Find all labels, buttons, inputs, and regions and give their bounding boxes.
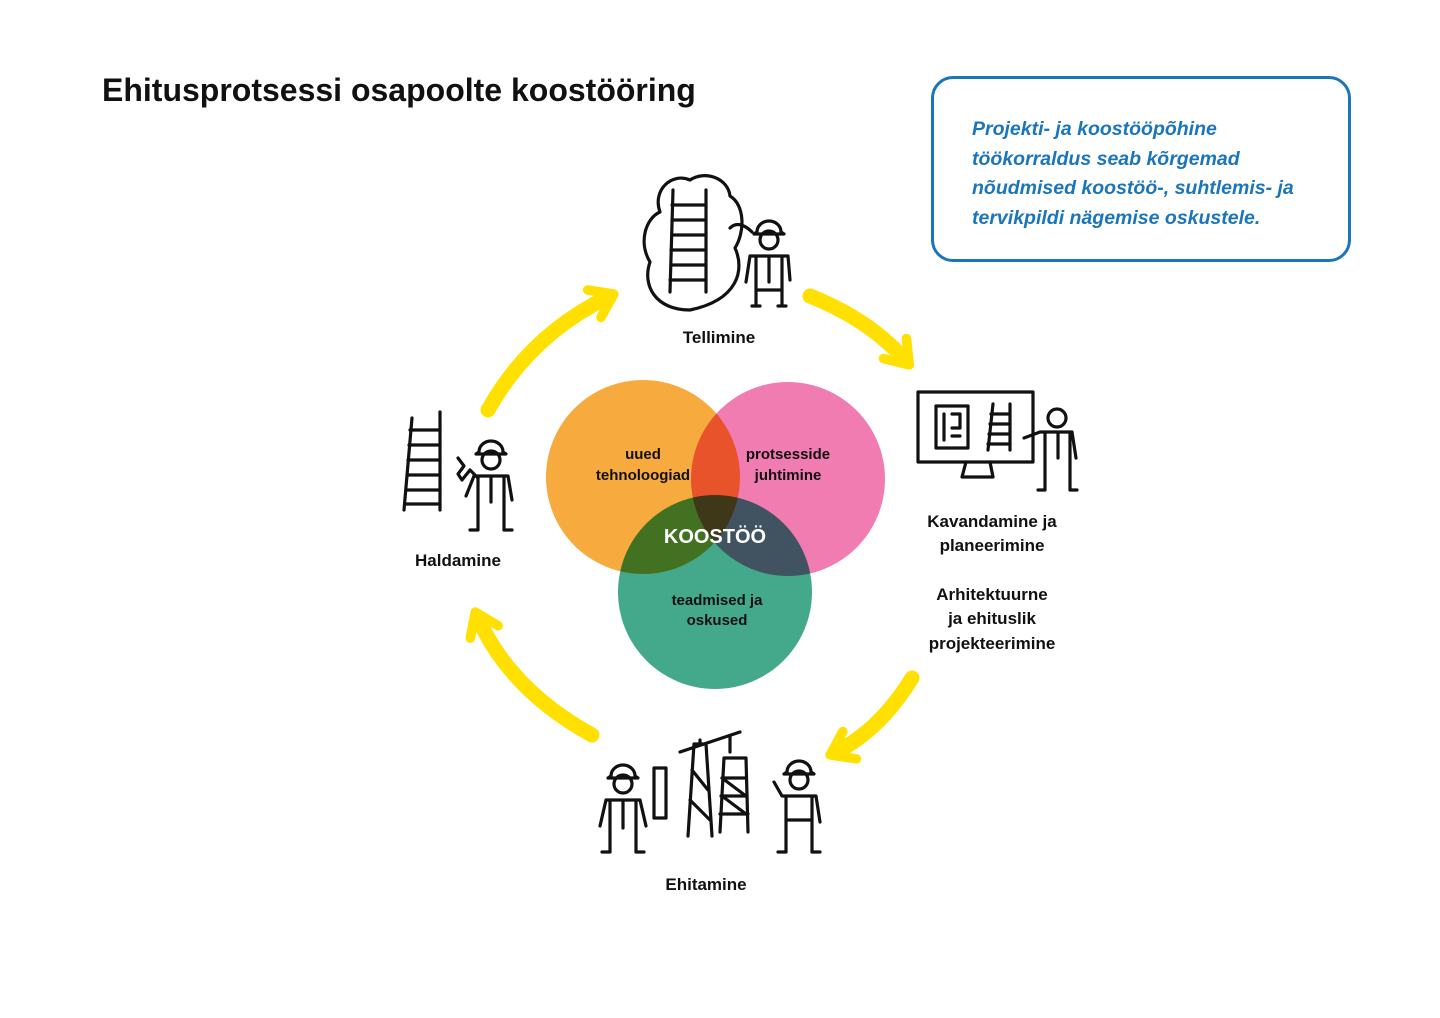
haldamine-icon bbox=[402, 410, 514, 532]
ehitamine-icon bbox=[598, 730, 822, 854]
stage-label-tellimine: Tellimine bbox=[683, 328, 755, 347]
arrow-haldamine-to-tellimine bbox=[480, 285, 619, 418]
monitor-icon bbox=[916, 390, 1035, 479]
worker-icon bbox=[772, 759, 822, 854]
venn-label-center: KOOSTÖÖ bbox=[664, 525, 766, 548]
stage-label-arhitektuurne-3: projekteerimine bbox=[929, 634, 1056, 653]
stage-label-kavandamine-1: Kavandamine ja bbox=[927, 512, 1057, 531]
arrow-ehitamine-to-haldamine bbox=[465, 607, 600, 743]
note-box: Projekti- ja koostööpõhine töökorraldus … bbox=[931, 76, 1351, 262]
arrow-projekteerimine-to-ehitamine bbox=[825, 670, 920, 764]
worker-icon bbox=[464, 439, 514, 532]
scaffolding-icon bbox=[718, 756, 750, 834]
stage-label-arhitektuurne-1: Arhitektuurne bbox=[936, 585, 1047, 604]
arrow-tellimine-to-kavandamine bbox=[802, 288, 915, 370]
venn-label-orange-1: uued bbox=[625, 446, 661, 463]
cycle-arrows bbox=[465, 285, 920, 764]
page-title: Ehitusprotsessi osapoolte koostööring bbox=[102, 72, 696, 108]
crane-icon bbox=[678, 730, 742, 838]
venn-label-green-1: teadmised ja bbox=[672, 592, 764, 609]
ladder-icon bbox=[668, 188, 708, 294]
venn-label-pink-1: protsesside bbox=[746, 446, 830, 463]
venn-label-pink-2: juhtimine bbox=[754, 467, 822, 484]
stage-label-arhitektuurne-2: ja ehituslik bbox=[947, 609, 1036, 628]
worker-icon bbox=[598, 763, 668, 854]
worker-icon bbox=[1022, 407, 1079, 492]
venn-diagram: KOOSTÖÖ uued tehnoloogiad protsesside ju… bbox=[546, 380, 885, 689]
wrench-icon bbox=[456, 456, 480, 482]
stage-label-ehitamine: Ehitamine bbox=[665, 875, 746, 894]
tree-icon bbox=[642, 174, 744, 312]
stage-label-haldamine: Haldamine bbox=[415, 551, 501, 570]
venn-label-green-2: oskused bbox=[687, 612, 748, 629]
note-text: Projekti- ja koostööpõhine töökorraldus … bbox=[972, 118, 1294, 229]
ladder-icon bbox=[402, 410, 442, 512]
stage-label-kavandamine-2: planeerimine bbox=[940, 536, 1045, 555]
venn-label-orange-2: tehnoloogiad bbox=[596, 467, 690, 484]
venn-circle-teadmised-ja-oskused bbox=[618, 495, 812, 689]
worker-icon bbox=[728, 219, 792, 308]
tellimine-icon bbox=[642, 174, 792, 312]
kavandamine-icon bbox=[916, 390, 1079, 492]
